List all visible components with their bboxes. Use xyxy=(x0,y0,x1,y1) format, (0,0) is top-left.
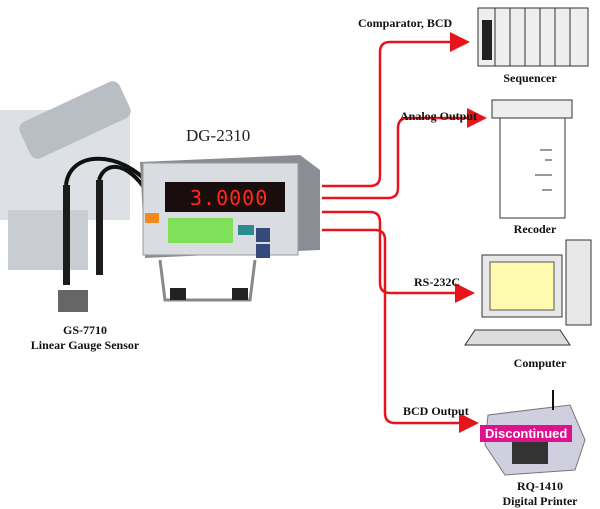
sensor-label: GS-7710 Linear Gauge Sensor xyxy=(10,323,160,353)
display-readout: 3.0000 xyxy=(190,186,269,210)
discontinued-badge: Discontinued xyxy=(480,425,573,442)
dg-2310-counter-image xyxy=(140,155,320,302)
signal-analog-output: Analog Output xyxy=(400,109,478,123)
recorder-image xyxy=(491,99,573,219)
arrow-comparator xyxy=(322,32,470,188)
device-title: DG-2310 xyxy=(186,126,251,145)
signal-bcd-output: BCD Output xyxy=(403,404,469,418)
sensor-name: Linear Gauge Sensor xyxy=(30,338,140,352)
arrow-analog xyxy=(322,108,487,200)
printer-name: Digital Printer xyxy=(502,494,578,508)
printer-model: RQ-1410 xyxy=(517,479,563,493)
signal-rs232c: RS-232C xyxy=(414,275,461,289)
sequencer-image xyxy=(477,7,589,67)
arrow-bcd xyxy=(322,228,479,433)
target-computer: Computer xyxy=(513,356,567,370)
gauge-sensor-image xyxy=(0,81,154,312)
sensor-model: GS-7710 xyxy=(62,323,107,337)
target-printer: RQ-1410 Digital Printer xyxy=(485,479,595,509)
computer-image xyxy=(464,239,592,346)
target-sequencer: Sequencer xyxy=(503,71,557,85)
signal-comparator-bcd: Comparator, BCD xyxy=(358,16,453,30)
target-recoder: Recoder xyxy=(513,222,557,236)
